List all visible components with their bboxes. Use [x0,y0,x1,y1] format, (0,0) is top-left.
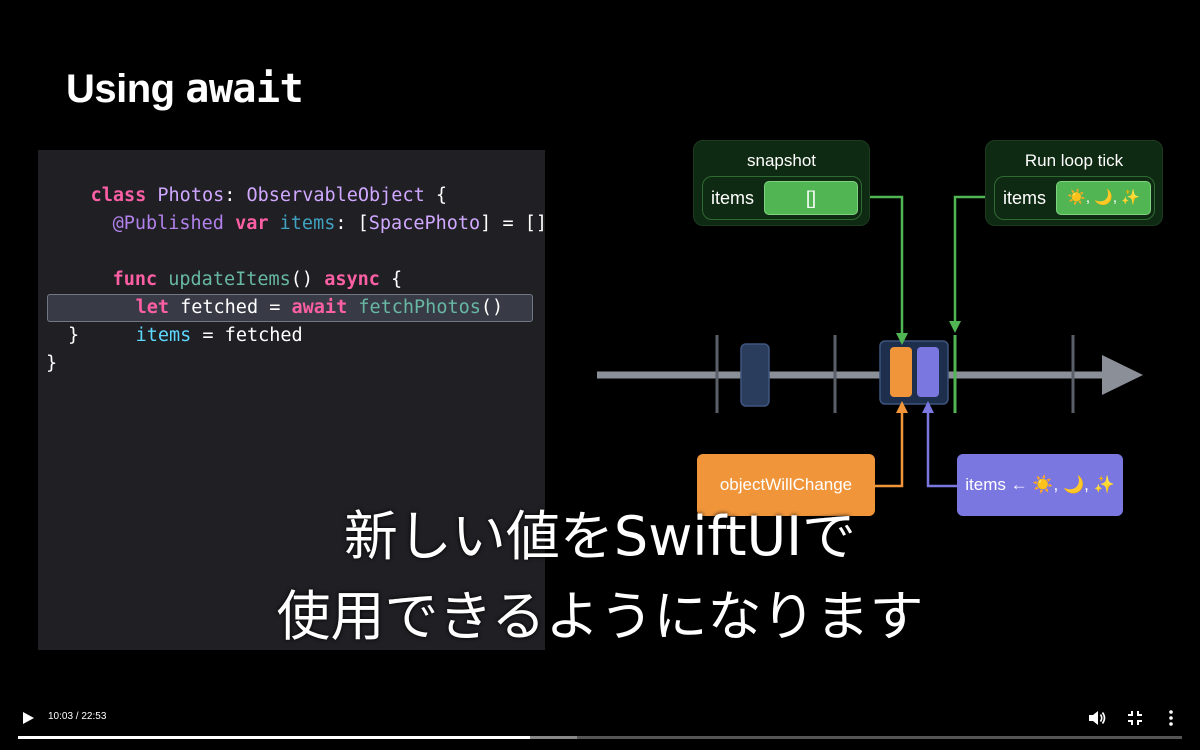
run-loop-connector [953,195,994,322]
object-will-change-arrowhead [896,401,908,413]
code-line-1: class Photos: ObservableObject { [90,185,448,206]
object-will-change-box: objectWillChange [697,454,875,516]
code-line-2: @Published var items: [SpacePhoto] = [] [112,213,547,234]
items-update-arrowhead [922,401,934,413]
object-will-change-connector [875,412,904,488]
subtitle-line-2: 使用できるようになります [276,585,924,648]
earlier-event-block [740,343,770,407]
run-loop-arrowhead [949,321,961,333]
snapshot-arrowhead [896,333,908,345]
snapshot-items-value: [] [764,181,858,215]
code-line-4: func updateItems() async { [112,269,403,290]
progress-played [18,736,531,739]
snapshot-row: items [] [702,176,862,220]
exit-fullscreen-icon[interactable] [1125,708,1145,728]
highlighted-line-box [47,294,533,322]
play-icon[interactable] [18,708,38,728]
run-loop-items-label: items [1003,188,1047,208]
subtitle-line-1: 新しい値をSwiftUIで [343,505,857,568]
code-panel: class Photos: ObservableObject { @Publis… [38,150,547,650]
code-line-6: items = fetched [135,325,303,346]
snapshot-title: snapshot [747,151,816,170]
run-loop-items-value: ☀️, 🌙, ✨ [1056,181,1151,215]
run-loop-tick-box: Run loop tick items ☀️, 🌙, ✨ [985,140,1163,226]
progress-bar[interactable] [18,736,1182,739]
more-options-icon[interactable] [1161,708,1181,728]
snapshot-box: snapshot items [] [693,140,870,226]
snapshot-connector [862,195,904,335]
object-will-change-event [890,347,912,397]
slide-title: Using await [66,66,304,112]
items-update-connector [926,412,957,488]
items-update-event [917,347,939,397]
player-controls: 10:03 / 22:53 [0,700,1200,750]
run-loop-row: items ☀️, 🌙, ✨ [994,176,1155,220]
slide-title-code: await [185,66,304,112]
snapshot-items-label: items [711,188,755,208]
time-display: 10:03 / 22:53 [48,711,107,722]
code-line-8: } [46,353,58,374]
code-line-5: let fetched = await fetchPhotos() [135,297,504,318]
timeline-arrowhead [1102,355,1143,395]
code-line-7: } [68,325,80,346]
volume-icon[interactable] [1087,708,1107,728]
run-loop-tick-title: Run loop tick [1024,151,1124,170]
items-update-box: items ← ☀️, 🌙, ✨ [957,454,1123,516]
slide-title-text: Using [66,67,186,111]
